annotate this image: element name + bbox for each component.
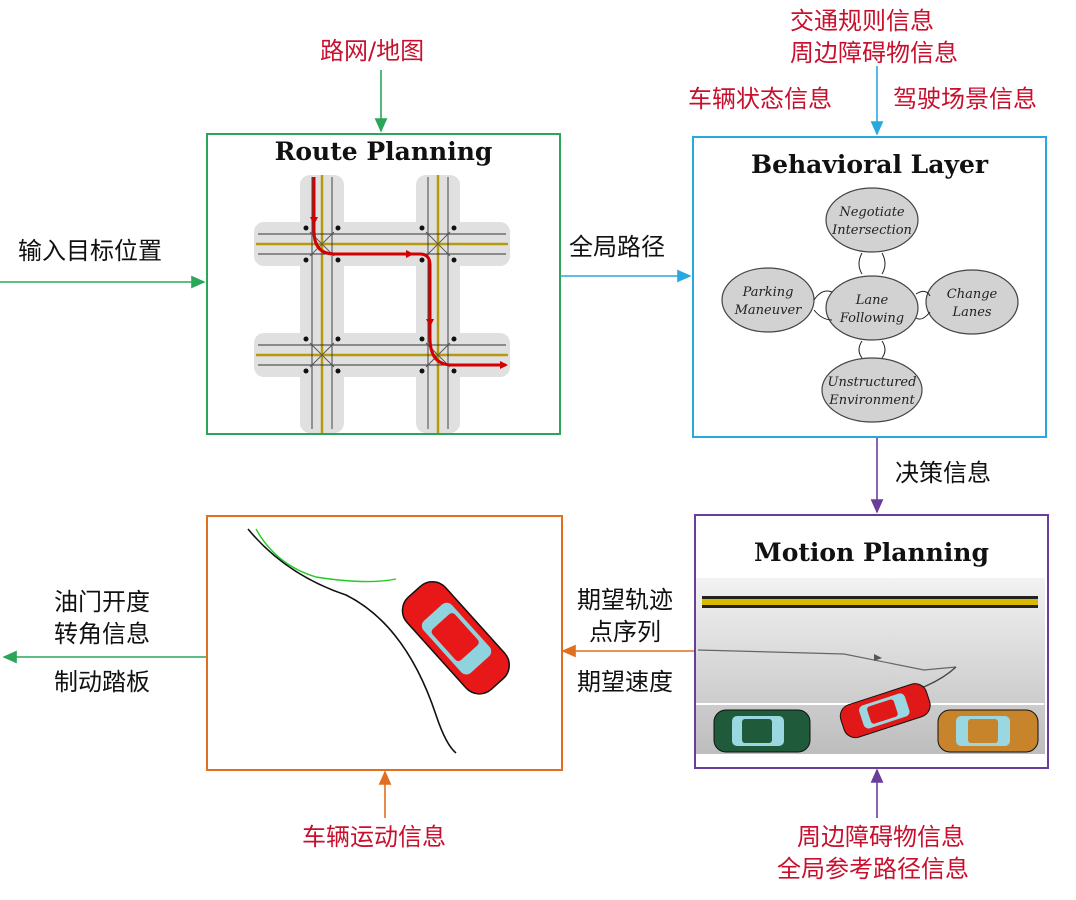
state-lane-line2: Following [839,311,904,326]
global-reference-path-label: 全局参考路径信息 [777,855,969,883]
ego-car-red [839,683,931,739]
state-change-line2: Lanes [951,305,991,320]
expected-trajectory-line2: 点序列 [589,618,661,646]
parked-car-orange [937,709,1039,753]
behavioral-layer-title: Behavioral Layer [750,150,989,179]
expected-trajectory-line1: 期望轨迹 [577,586,673,614]
motion-planning-box: Motion Planning [694,514,1049,769]
state-negotiate-line1: Negotiate [838,205,905,220]
behavior-state-machine: Negotiate Intersection Lane Following Pa… [721,187,1019,423]
desired-path-green [255,528,397,583]
road-network-map [254,175,510,433]
route-planning-box: Route Planning [206,133,561,435]
state-change-line1: Change [947,287,998,302]
reference-trajectory [697,649,957,671]
vehicle-state-label: 车辆状态信息 [688,85,832,113]
vehicle-control-box [206,515,563,771]
motion-planning-scene [696,578,1045,754]
behavioral-layer-box: Behavioral Layer Negotiate Intersection … [692,136,1047,438]
steering-label: 转角信息 [54,620,150,648]
motion-planning-title: Motion Planning [754,538,989,567]
global-path-label: 全局路径 [569,233,665,261]
state-parking-line1: Parking [742,285,794,300]
road-edge-curve [247,528,457,754]
planned-route-path [312,177,506,367]
target-position-label: 输入目标位置 [18,237,162,265]
traffic-rules-label: 交通规则信息 [790,7,934,35]
decision-info-label: 决策信息 [895,459,991,487]
state-parking-line2: Maneuver [734,303,803,318]
throttle-label: 油门开度 [54,588,150,616]
obstacles-top-label: 周边障碍物信息 [790,39,958,67]
vehicle-control-scene [247,528,510,754]
driving-scene-label: 驾驶场景信息 [893,85,1037,113]
state-unstructured-line2: Environment [828,393,915,408]
state-negotiate-line2: Intersection [831,223,912,238]
vehicle-motion-label: 车辆运动信息 [302,823,446,851]
expected-speed-label: 期望速度 [577,668,673,696]
parked-car-green [713,709,811,753]
controlled-car [401,581,510,695]
obstacles-bottom-label: 周边障碍物信息 [797,823,965,851]
brake-label: 制动踏板 [54,668,150,696]
state-lane-line1: Lane [855,293,889,308]
state-unstructured-line1: Unstructured [828,375,917,390]
road-map-label: 路网/地图 [320,37,425,65]
route-planning-title: Route Planning [274,137,493,166]
